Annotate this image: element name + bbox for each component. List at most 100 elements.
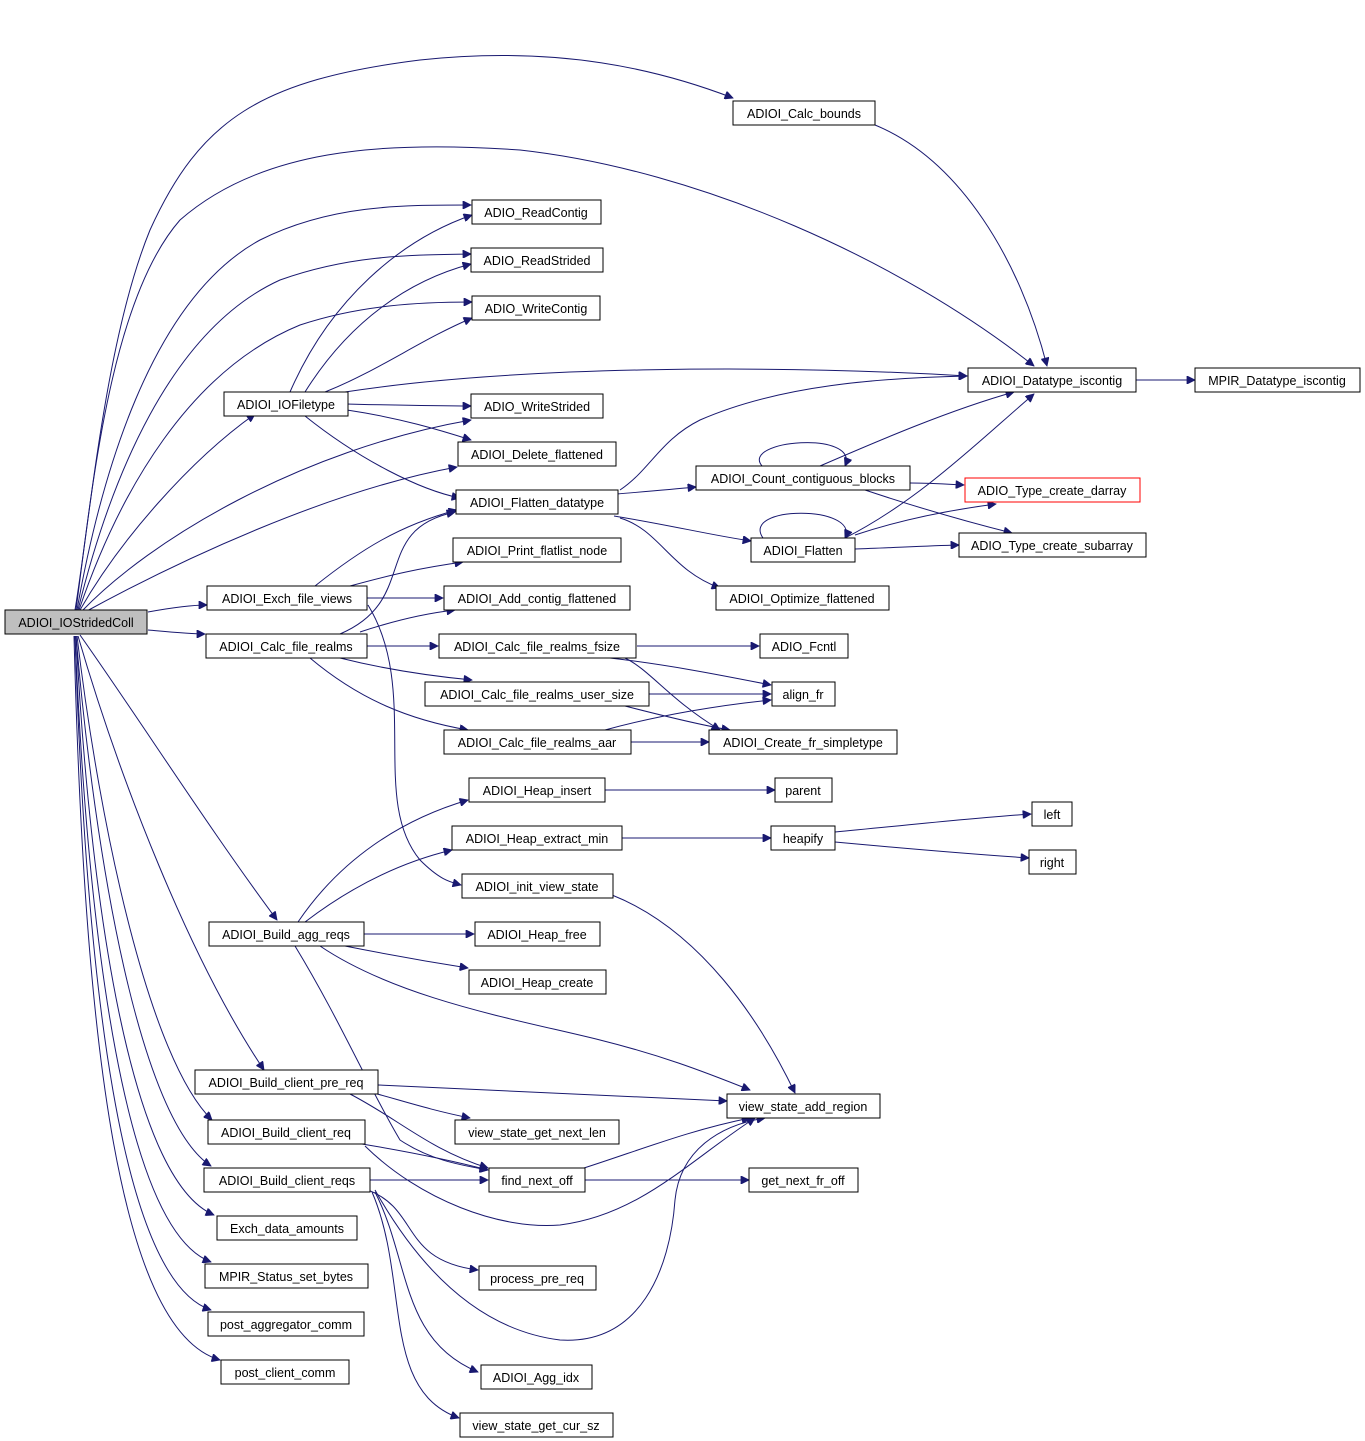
svg-text:post_client_comm: post_client_comm [235,1366,336,1380]
edge-root-calc-bounds [74,55,733,611]
node-build-agg-reqs[interactable]: ADIOI_Build_agg_reqs [208,921,365,947]
svg-text:MPIR_Datatype_iscontig: MPIR_Datatype_iscontig [1208,374,1346,388]
edge-iofiletype-write-contig [324,318,472,393]
node-exch-file-views[interactable]: ADIOI_Exch_file_views [206,585,368,611]
svg-text:ADIOI_Build_agg_reqs: ADIOI_Build_agg_reqs [222,928,350,942]
svg-text:ADIOI_IOFiletype: ADIOI_IOFiletype [237,398,335,412]
node-create-fr-simpletype[interactable]: ADIOI_Create_fr_simpletype [708,729,898,755]
node-build-client-reqs[interactable]: ADIOI_Build_client_reqs [203,1167,371,1193]
svg-text:MPIR_Status_set_bytes: MPIR_Status_set_bytes [219,1270,353,1284]
svg-text:ADIOI_Exch_file_views: ADIOI_Exch_file_views [222,592,352,606]
svg-text:ADIO_Fcntl: ADIO_Fcntl [772,640,837,654]
node-left[interactable]: left [1031,801,1073,827]
node-heap-free[interactable]: ADIOI_Heap_free [474,921,601,947]
node-view-state-get-next-len[interactable]: view_state_get_next_len [454,1119,620,1145]
svg-text:parent: parent [785,784,821,798]
node-subarray[interactable]: ADIO_Type_create_subarray [958,532,1147,558]
node-iscontig[interactable]: ADIOI_Datatype_iscontig [967,367,1137,393]
edge-calc-bounds-iscontig [874,124,1047,366]
node-fcntl[interactable]: ADIO_Fcntl [759,633,849,659]
edge-iofiletype-delete-flattened [346,409,471,440]
edge-root-build-client-reqs [75,635,211,1166]
node-count-contig[interactable]: ADIOI_Count_contiguous_blocks [695,465,911,491]
node-exch-data-amounts[interactable]: Exch_data_amounts [216,1215,358,1241]
svg-text:ADIOI_Print_flatlist_node: ADIOI_Print_flatlist_node [467,544,607,558]
node-view-state-add-region[interactable]: view_state_add_region [726,1093,881,1119]
node-root[interactable]: ADIOI_IOStridedColl [4,609,148,635]
edge-root-status-set-bytes [74,635,211,1262]
node-realms-fsize[interactable]: ADIOI_Calc_file_realms_fsize [438,633,637,659]
edge-agg-heap-create [344,945,468,968]
node-iofiletype[interactable]: ADIOI_IOFiletype [223,391,349,417]
node-delete-flattened[interactable]: ADIOI_Delete_flattened [457,441,617,467]
edge-heapify-left [834,814,1031,833]
svg-text:ADIOI_Flatten_datatype: ADIOI_Flatten_datatype [470,496,604,510]
node-find-next-off[interactable]: find_next_off [488,1167,586,1193]
node-init-view-state[interactable]: ADIOI_init_view_state [461,873,614,899]
node-calc-file-realms[interactable]: ADIOI_Calc_file_realms [205,633,368,659]
node-heap-extract-min[interactable]: ADIOI_Heap_extract_min [451,825,623,851]
node-heap-create[interactable]: ADIOI_Heap_create [468,969,607,995]
edge-iofiletype-write-strided [346,404,471,406]
edge-flatten-datatype-flatten [613,515,751,541]
node-parent[interactable]: parent [774,777,833,803]
edge-flatten-self [759,512,846,538]
node-heapify[interactable]: heapify [770,825,836,851]
node-flatten[interactable]: ADIOI_Flatten [750,537,856,563]
svg-text:ADIOI_Heap_create: ADIOI_Heap_create [481,976,594,990]
node-realms-user-size[interactable]: ADIOI_Calc_file_realms_user_size [424,681,650,707]
node-build-client-req[interactable]: ADIOI_Build_client_req [207,1119,366,1145]
svg-text:ADIOI_Create_fr_simpletype: ADIOI_Create_fr_simpletype [723,736,883,750]
edge-reqs-view-state-add [374,1118,765,1341]
node-write-contig[interactable]: ADIO_WriteContig [471,295,601,321]
node-optimize-flattened[interactable]: ADIOI_Optimize_flattened [715,585,890,611]
node-read-strided[interactable]: ADIO_ReadStrided [470,247,604,273]
edge-reqs-process-pre-req [367,1189,478,1270]
node-build-client-pre-req[interactable]: ADIOI_Build_client_pre_req [194,1069,379,1095]
node-calc-bounds[interactable]: ADIOI_Calc_bounds [732,100,876,126]
edge-exch-flatten-datatype [314,510,457,587]
node-right[interactable]: right [1028,849,1077,875]
svg-text:ADIOI_Calc_file_realms_user_si: ADIOI_Calc_file_realms_user_size [440,688,634,702]
node-heap-insert[interactable]: ADIOI_Heap_insert [468,777,606,803]
edge-root-read-contig [76,205,471,611]
node-post-client-comm[interactable]: post_client_comm [220,1359,350,1385]
node-realms-aar[interactable]: ADIOI_Calc_file_realms_aar [443,729,632,755]
edge-heapify-right [834,841,1029,858]
edge-realms-user-size [339,657,472,680]
node-get-next-fr-off[interactable]: get_next_fr_off [748,1167,859,1193]
edge-flatten-datatype-count-contig [616,487,696,495]
node-status-set-bytes[interactable]: MPIR_Status_set_bytes [204,1263,369,1289]
svg-text:get_next_fr_off: get_next_fr_off [761,1174,845,1188]
node-mpir-iscontig[interactable]: MPIR_Datatype_iscontig [1194,367,1361,393]
svg-text:ADIO_ReadContig: ADIO_ReadContig [484,206,588,220]
edge-fsize-create-fr [624,657,720,730]
node-write-strided[interactable]: ADIO_WriteStrided [470,393,604,419]
edge-root-post-client-comm [73,635,220,1360]
node-darray[interactable]: ADIO_Type_create_darray [964,477,1141,503]
edge-flatten-subarray [854,545,959,550]
node-process-pre-req[interactable]: process_pre_req [478,1265,597,1291]
node-add-contig[interactable]: ADIOI_Add_contig_flattened [443,585,631,611]
node-read-contig[interactable]: ADIO_ReadContig [471,199,602,225]
node-align-fr[interactable]: align_fr [771,681,836,707]
svg-text:ADIOI_Calc_file_realms_fsize: ADIOI_Calc_file_realms_fsize [454,640,620,654]
node-post-aggregator-comm[interactable]: post_aggregator_comm [207,1311,365,1337]
svg-text:ADIOI_Calc_file_realms_aar: ADIOI_Calc_file_realms_aar [458,736,616,750]
edge-exch-init-view-state [367,604,461,885]
edge-root-build-agg-reqs [79,634,277,920]
node-print-flatlist[interactable]: ADIOI_Print_flatlist_node [452,537,622,563]
node-agg-idx[interactable]: ADIOI_Agg_idx [480,1364,593,1390]
edge-count-contig-iscontig [819,392,1014,467]
edge-root-delete-flattened [81,420,471,612]
edge-flatten-iscontig [844,394,1034,539]
svg-text:ADIOI_Add_contig_flattened: ADIOI_Add_contig_flattened [458,592,616,606]
edge-pre-req-next-len [369,1091,470,1118]
edge-root-post-aggregator-comm [74,635,211,1310]
edge-iofiletype-read-strided [304,264,471,393]
edge-realms-flatten-datatype [339,512,455,635]
node-flatten-datatype[interactable]: ADIOI_Flatten_datatype [455,489,619,515]
edge-reqs-agg-idx [374,1191,478,1372]
node-view-state-get-cur-sz[interactable]: view_state_get_cur_sz [459,1412,614,1438]
